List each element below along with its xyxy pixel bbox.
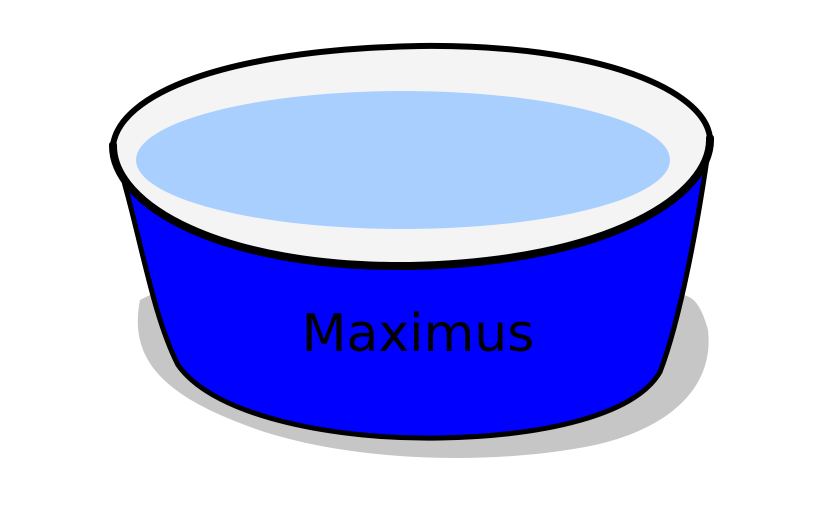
bowl-rim-front-edge (108, 134, 715, 271)
bowl-name-label: Maximus (302, 304, 535, 364)
water-surface (136, 91, 670, 229)
